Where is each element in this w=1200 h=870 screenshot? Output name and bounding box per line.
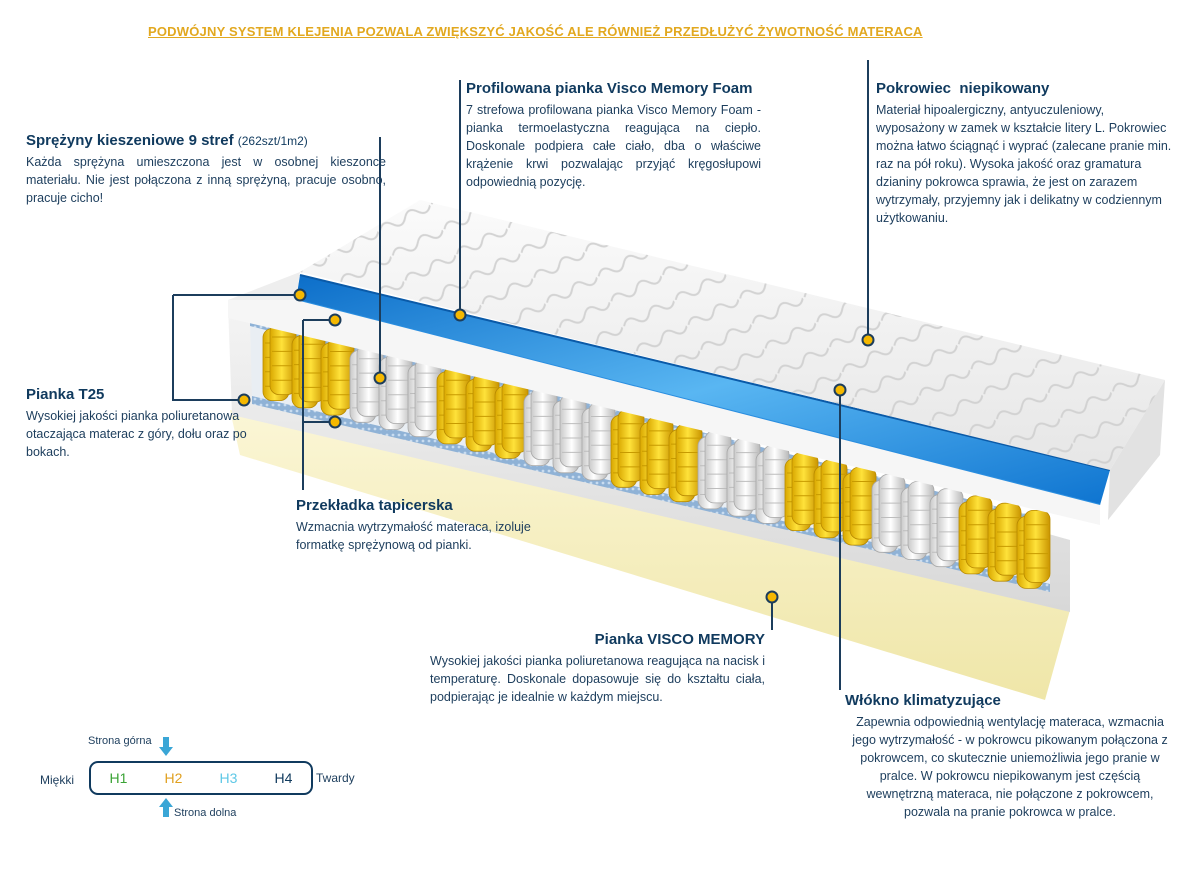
soft-label: Miękki [40, 773, 75, 787]
separator-body: Wzmacnia wytrzymałość materaca, izoluje … [296, 520, 531, 552]
level-h3: H3 [219, 770, 238, 786]
t25-body: Wysokiej jakości pianka poliuretanowa ot… [26, 409, 247, 459]
springs-title-note: (262szt/1m2) [237, 134, 308, 148]
visco-memory-title: Pianka VISCO MEMORY [594, 631, 765, 648]
t25-title: Pianka T25 [26, 386, 105, 403]
visco-memory-layer [230, 410, 1070, 700]
level-h2: H2 [164, 770, 183, 786]
visco-memory-body: Wysokiej jakości pianka poliuretanowa re… [430, 654, 765, 704]
callout-markers [237, 288, 875, 604]
springs-title: Sprężyny kieszeniowe 9 stref (262szt/1m2… [26, 132, 386, 149]
callout-t25: Pianka T25 Wysokiej jakości pianka poliu… [26, 386, 251, 461]
separator-title: Przekładka tapicerska [296, 497, 453, 514]
firmness-scale: Strona górna Miękki H1 H2 H3 H4 Twardy S… [40, 735, 380, 825]
arrow-down-icon [159, 737, 173, 756]
callout-cover: Pokrowiec niepikowany Materiał hipoalerg… [876, 80, 1176, 227]
firmness-box: H1 H2 H3 H4 [89, 761, 313, 795]
visco-profiled-title: Profilowana pianka Visco Memory Foam [466, 80, 753, 97]
visco-profiled-body: 7 strefowa profilowana pianka Visco Memo… [466, 103, 761, 189]
callout-separator: Przekładka tapicerska Wzmacnia wytrzymał… [296, 497, 566, 554]
callout-springs: Sprężyny kieszeniowe 9 stref (262szt/1m2… [26, 132, 386, 207]
springs-body: Każda sprężyna umieszczona jest w osobne… [26, 155, 386, 205]
cover-body: Materiał hipoalergiczny, antyuczuleniowy… [876, 103, 1172, 225]
callout-visco-profiled: Profilowana pianka Visco Memory Foam 7 s… [466, 80, 761, 191]
fiber-title: Włókno klimatyzujące [845, 692, 1001, 709]
bottom-side-label: Strona dolna [174, 807, 237, 819]
callout-fiber: Włókno klimatyzujące Zapewnia odpowiedni… [845, 692, 1175, 821]
upper-foam-edge [228, 300, 1100, 525]
top-side-label: Strona górna [88, 735, 152, 747]
pocket-springs [262, 322, 1051, 589]
cover-side [1108, 380, 1165, 520]
headline: PODWÓJNY SYSTEM KLEJENIA POZWALA ZWIĘKSZ… [148, 24, 923, 39]
level-h1: H1 [109, 770, 128, 786]
level-h4: H4 [274, 770, 293, 786]
springs-title-text: Sprężyny kieszeniowe 9 stref [26, 132, 234, 149]
visco-profiled-layer [296, 275, 1110, 505]
callout-visco-memory: Pianka VISCO MEMORY Wysokiej jakości pia… [430, 631, 765, 706]
arrow-up-icon [159, 798, 173, 817]
hard-label: Twardy [316, 771, 355, 785]
pocket-spring-53 [1023, 509, 1051, 583]
fiber-body: Zapewnia odpowiednią wentylację materaca… [852, 715, 1168, 819]
cover-title: Pokrowiec niepikowany [876, 80, 1050, 97]
